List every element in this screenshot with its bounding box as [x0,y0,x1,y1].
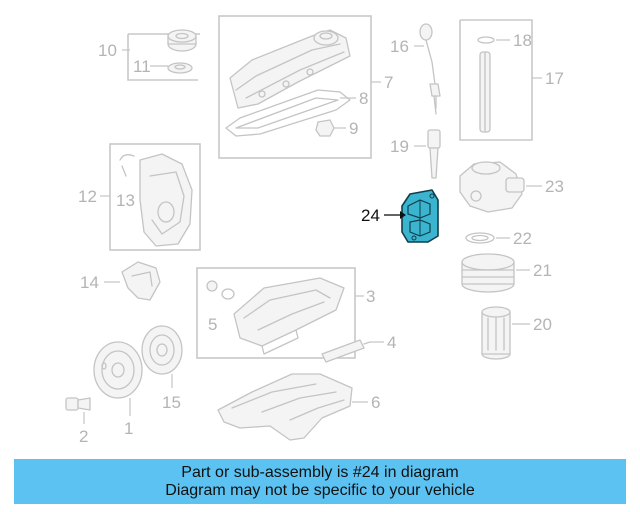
part-5-plug[interactable] [206,280,235,300]
group-box-12 [109,143,201,251]
info-banner: Part or sub-assembly is #24 in diagram D… [14,459,626,504]
part-18-oring[interactable] [477,36,495,44]
callout-21[interactable]: 21 [533,261,552,280]
callout-19[interactable]: 19 [390,137,409,156]
callout-24[interactable]: 24 [361,206,380,225]
part-11-seal[interactable] [167,62,193,74]
part-13-seal[interactable] [119,154,135,177]
callout-15[interactable]: 15 [162,393,181,412]
part-16-dipstick[interactable] [419,23,441,115]
part-23-housing[interactable] [459,161,525,213]
part-3-oil-pan[interactable] [233,277,345,355]
callout-7[interactable]: 7 [384,73,393,92]
callout-22[interactable]: 22 [513,229,532,248]
valve-cover-group: 7 8 9 [218,15,393,159]
callout-18[interactable]: 18 [513,31,532,50]
callout-10[interactable]: 10 [98,41,117,60]
part-8-gasket[interactable] [225,89,351,137]
part-15-sprocket[interactable] [141,325,183,375]
part-22-gasket[interactable] [465,232,495,244]
callout-14[interactable]: 14 [80,273,99,292]
part-20-filter[interactable] [481,306,511,360]
timing-cover-group: 12 13 [78,143,201,251]
callout-8[interactable]: 8 [359,89,368,108]
group-box-17 [459,19,533,141]
banner-line-1: Part or sub-assembly is #24 in diagram [181,463,459,481]
tube-group: 17 18 [459,19,564,141]
oil-pan-group: 3 5 [196,267,375,359]
callout-3[interactable]: 3 [366,287,375,306]
callout-6[interactable]: 6 [371,393,380,412]
part-valve-cover[interactable] [229,29,351,109]
callout-2[interactable]: 2 [79,427,88,446]
callout-12[interactable]: 12 [78,187,97,206]
callout-20[interactable]: 20 [533,315,552,334]
callout-11[interactable]: 11 [133,57,151,76]
part-19-tube[interactable] [427,129,441,179]
callout-5[interactable]: 5 [208,315,217,334]
group-box-7 [218,15,372,159]
part-17-tube[interactable] [479,51,491,133]
part-21-cooler[interactable] [461,253,515,293]
part-1-pulley[interactable] [93,341,143,399]
callout-23[interactable]: 23 [545,177,564,196]
filler-cap-group: 10 11 [98,29,200,81]
part-14-guide[interactable] [121,261,161,301]
part-9-bracket[interactable] [315,119,335,137]
parts-diagram: 10 11 7 [65,15,564,446]
callout-9[interactable]: 9 [349,119,358,138]
callout-1[interactable]: 1 [124,419,133,438]
part-2-bolt[interactable] [65,397,91,411]
part-12-cover[interactable] [139,153,193,247]
banner-line-2: Diagram may not be specific to your vehi… [165,481,475,499]
callout-16[interactable]: 16 [390,37,409,56]
group-box-3 [196,267,356,359]
callout-4[interactable]: 4 [387,333,396,352]
callout-17[interactable]: 17 [545,69,564,88]
callout-13[interactable]: 13 [116,191,135,210]
part-24-highlighted[interactable] [401,189,439,243]
part-6-shield[interactable] [217,373,353,441]
part-4-sealant[interactable] [321,339,371,363]
part-11-cap[interactable] [167,29,197,52]
